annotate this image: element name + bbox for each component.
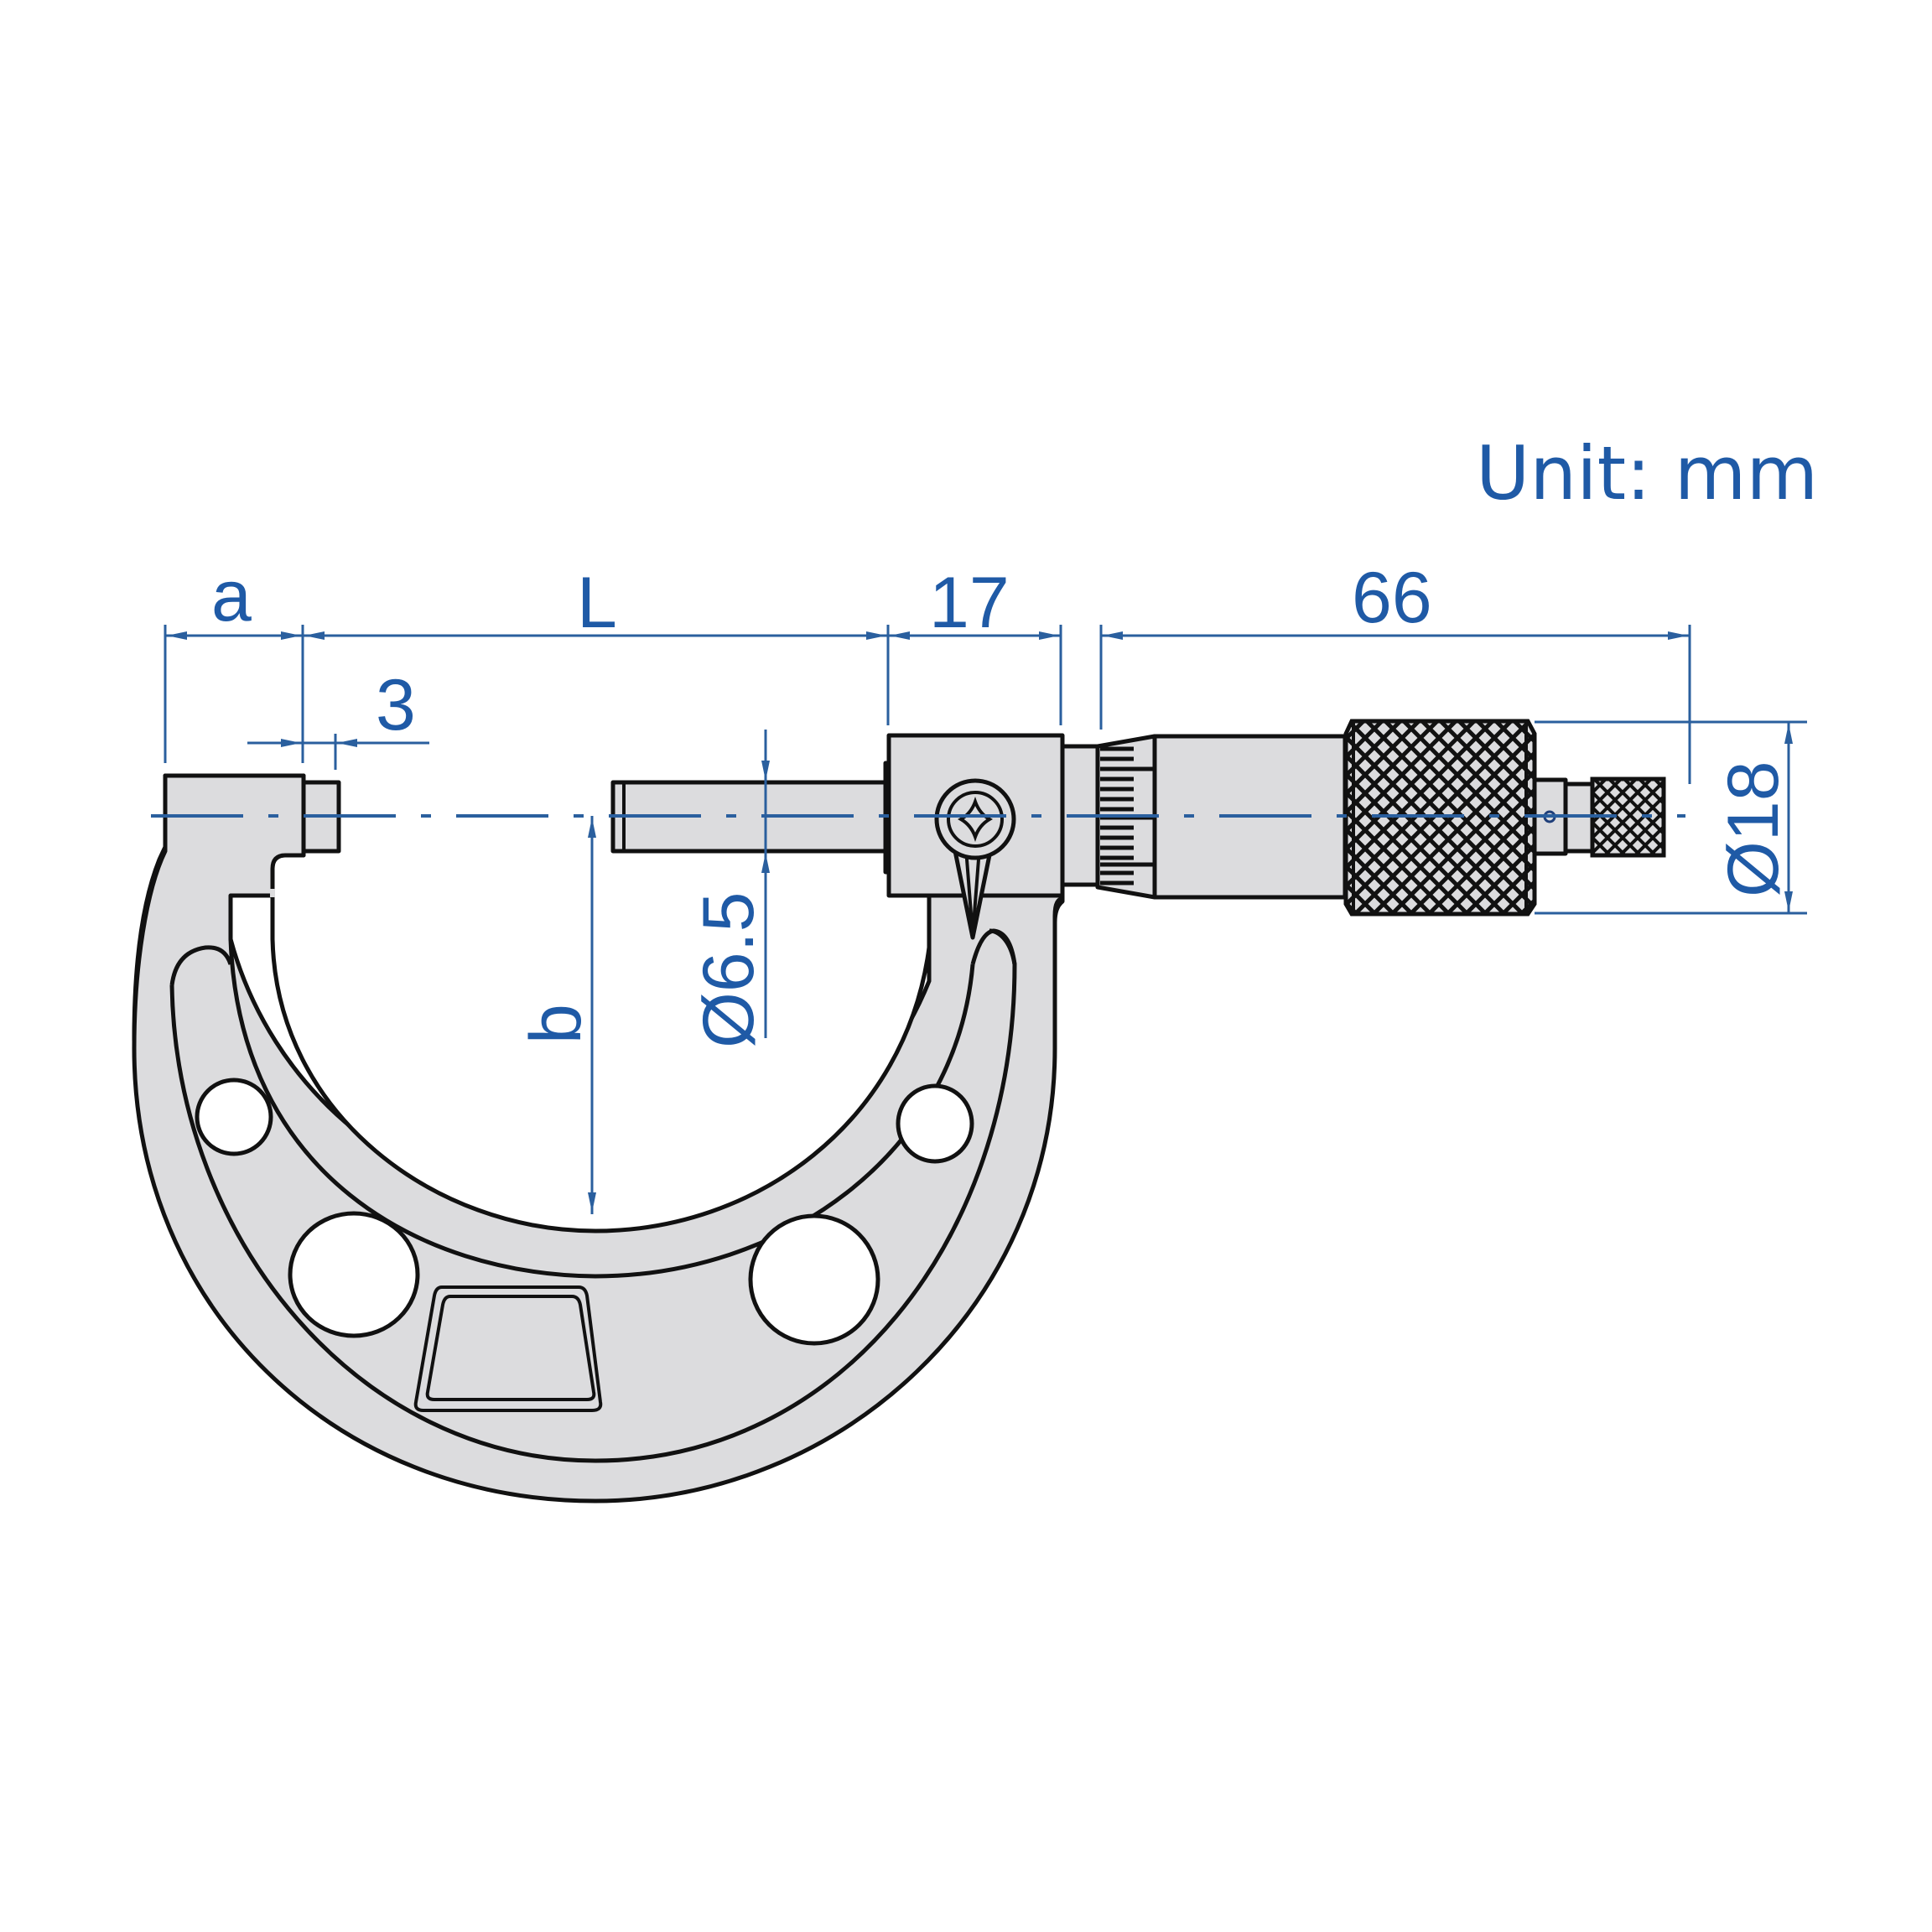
dim-label-3: 3 <box>376 665 416 745</box>
dim-label-a: a <box>211 556 252 636</box>
dim-label-b: b <box>516 1004 596 1044</box>
dim-label-thimble-diameter: Ø18 <box>1713 761 1794 897</box>
unit-label: Unit: mm <box>1476 430 1818 517</box>
dim-label-17: 17 <box>929 563 1010 643</box>
frame-hole-large-left <box>288 1211 420 1338</box>
dim-label-66: 66 <box>1352 558 1432 638</box>
frame-hole-small-right <box>896 1083 974 1164</box>
lock-lever[interactable] <box>934 778 1016 940</box>
insulation-plate <box>413 1285 603 1412</box>
frame-hole-large-right <box>748 1213 880 1346</box>
dim-label-L: L <box>577 563 617 643</box>
frame-hole-small-left <box>195 1078 273 1156</box>
dim-label-spindle-diameter: Ø6.5 <box>688 892 769 1048</box>
dimension-lines <box>164 625 1807 1214</box>
